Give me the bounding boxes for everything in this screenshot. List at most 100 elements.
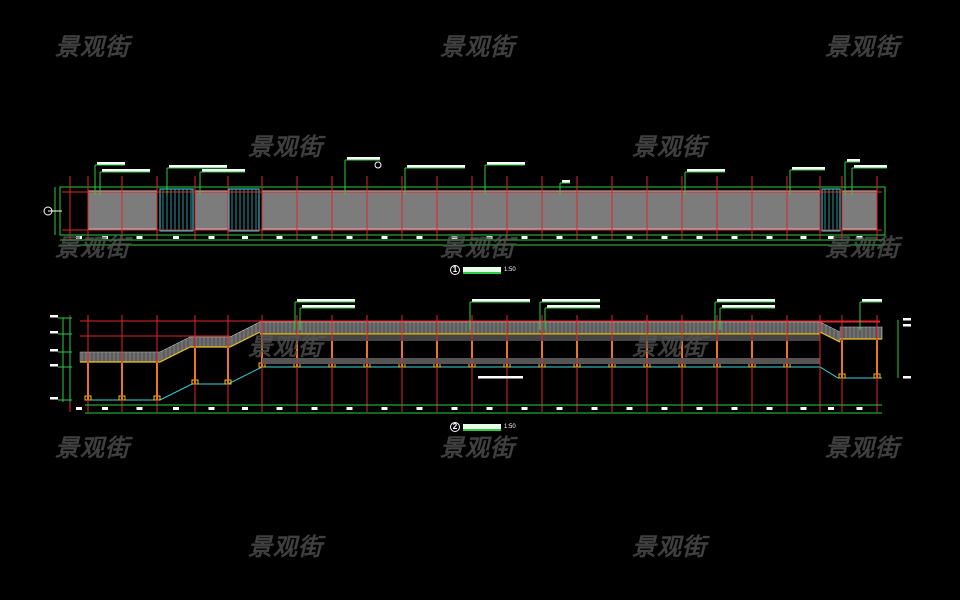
elevation-level-text xyxy=(50,349,58,352)
dimension-text xyxy=(381,407,388,410)
annotation-text xyxy=(792,167,825,170)
dimension-text xyxy=(276,407,283,410)
plan-title: 1 1:50 xyxy=(450,265,516,275)
dimension-text xyxy=(731,236,738,239)
dimension-text xyxy=(486,407,493,410)
dimension-text xyxy=(591,407,598,410)
dimension-text xyxy=(242,236,248,239)
dimension-text xyxy=(76,407,82,410)
dimension-text xyxy=(416,236,423,239)
dimension-text xyxy=(486,236,493,239)
dimension-text xyxy=(521,407,528,410)
dimension-text xyxy=(800,236,807,239)
annotation-text xyxy=(169,165,227,168)
elevation-level-text xyxy=(50,397,58,400)
lattice-frieze xyxy=(262,335,820,341)
elevation-title-bar xyxy=(463,423,501,431)
dimension-text xyxy=(381,236,388,239)
annotation-text xyxy=(562,180,570,183)
dimension-text xyxy=(346,407,353,410)
annotation-text xyxy=(862,299,882,302)
dimension-text xyxy=(856,236,863,239)
annotation-text xyxy=(854,165,887,168)
annotation-text xyxy=(547,305,600,308)
dimension-text xyxy=(208,236,215,239)
annotation-text xyxy=(202,169,245,172)
plan-deck-fill xyxy=(841,190,878,230)
annotation-text xyxy=(717,299,775,302)
annotation-text xyxy=(472,299,530,302)
annotation-text xyxy=(542,299,600,302)
roof-slope xyxy=(819,321,841,343)
elevation-level-text xyxy=(50,315,58,318)
plan-scale: 1:50 xyxy=(504,267,516,273)
annotation-text xyxy=(347,157,380,160)
elevation-scale: 1:50 xyxy=(504,424,516,430)
elevation-title: 2 1:50 xyxy=(450,422,516,432)
plan-deck-fill xyxy=(194,190,229,230)
detail-marker-icon xyxy=(374,161,382,169)
plan-stair-hatch xyxy=(821,188,841,232)
annotation-text xyxy=(487,162,525,165)
section-marker-icon xyxy=(43,206,53,216)
dimension-text xyxy=(731,407,738,410)
annotation-text xyxy=(722,305,775,308)
plan-stair-hatch xyxy=(159,188,194,232)
roof-eave xyxy=(229,331,261,348)
dimension-text xyxy=(661,407,668,410)
dimension-text xyxy=(521,236,528,239)
plan-title-bar xyxy=(463,266,501,274)
elevation-level-text xyxy=(903,376,911,379)
dimension-text xyxy=(661,236,668,239)
drawing-number-1: 1 xyxy=(450,265,460,275)
dimension-text xyxy=(696,236,703,239)
dimension-text xyxy=(136,407,143,410)
roof-right xyxy=(839,326,883,340)
elevation-level-text xyxy=(903,324,911,327)
dimension-text xyxy=(451,407,458,410)
annotation-text xyxy=(97,162,125,165)
annotation-text xyxy=(478,376,523,379)
annotation-text xyxy=(687,169,725,172)
dimension-text xyxy=(173,407,179,410)
elevation-level-text xyxy=(903,318,911,321)
dimension-text xyxy=(828,236,834,239)
dimension-text xyxy=(346,236,353,239)
dimension-text xyxy=(136,236,143,239)
dimension-text xyxy=(766,236,773,239)
dimension-text xyxy=(276,236,283,239)
dimension-text xyxy=(451,236,458,239)
dimension-text xyxy=(208,407,215,410)
annotation-text xyxy=(102,169,150,172)
dimension-text xyxy=(102,236,108,239)
dimension-text xyxy=(76,236,82,239)
elevation-level-text xyxy=(50,331,58,334)
roof-eave xyxy=(819,331,841,343)
dimension-text xyxy=(556,407,563,410)
plan-deck-fill xyxy=(261,190,821,230)
dimension-text xyxy=(800,407,807,410)
annotation-text xyxy=(847,159,860,162)
ground-line xyxy=(85,366,882,401)
dimension-text xyxy=(828,407,834,410)
annotation-text xyxy=(302,305,355,308)
annotation-text xyxy=(407,165,465,168)
dimension-text xyxy=(696,407,703,410)
dimension-text xyxy=(856,407,863,410)
roof-eave xyxy=(159,346,191,363)
dimension-text xyxy=(591,236,598,239)
railing xyxy=(262,358,820,364)
dimension-text xyxy=(311,407,318,410)
drawing-number-2: 2 xyxy=(450,422,460,432)
dimension-text xyxy=(416,407,423,410)
dimension-text xyxy=(766,407,773,410)
dimension-text xyxy=(173,236,179,239)
annotation-text xyxy=(297,299,355,302)
elevation-level-text xyxy=(50,364,58,367)
dimension-text xyxy=(626,407,633,410)
dimension-text xyxy=(102,407,108,410)
dimension-text xyxy=(626,236,633,239)
dimension-text xyxy=(311,236,318,239)
